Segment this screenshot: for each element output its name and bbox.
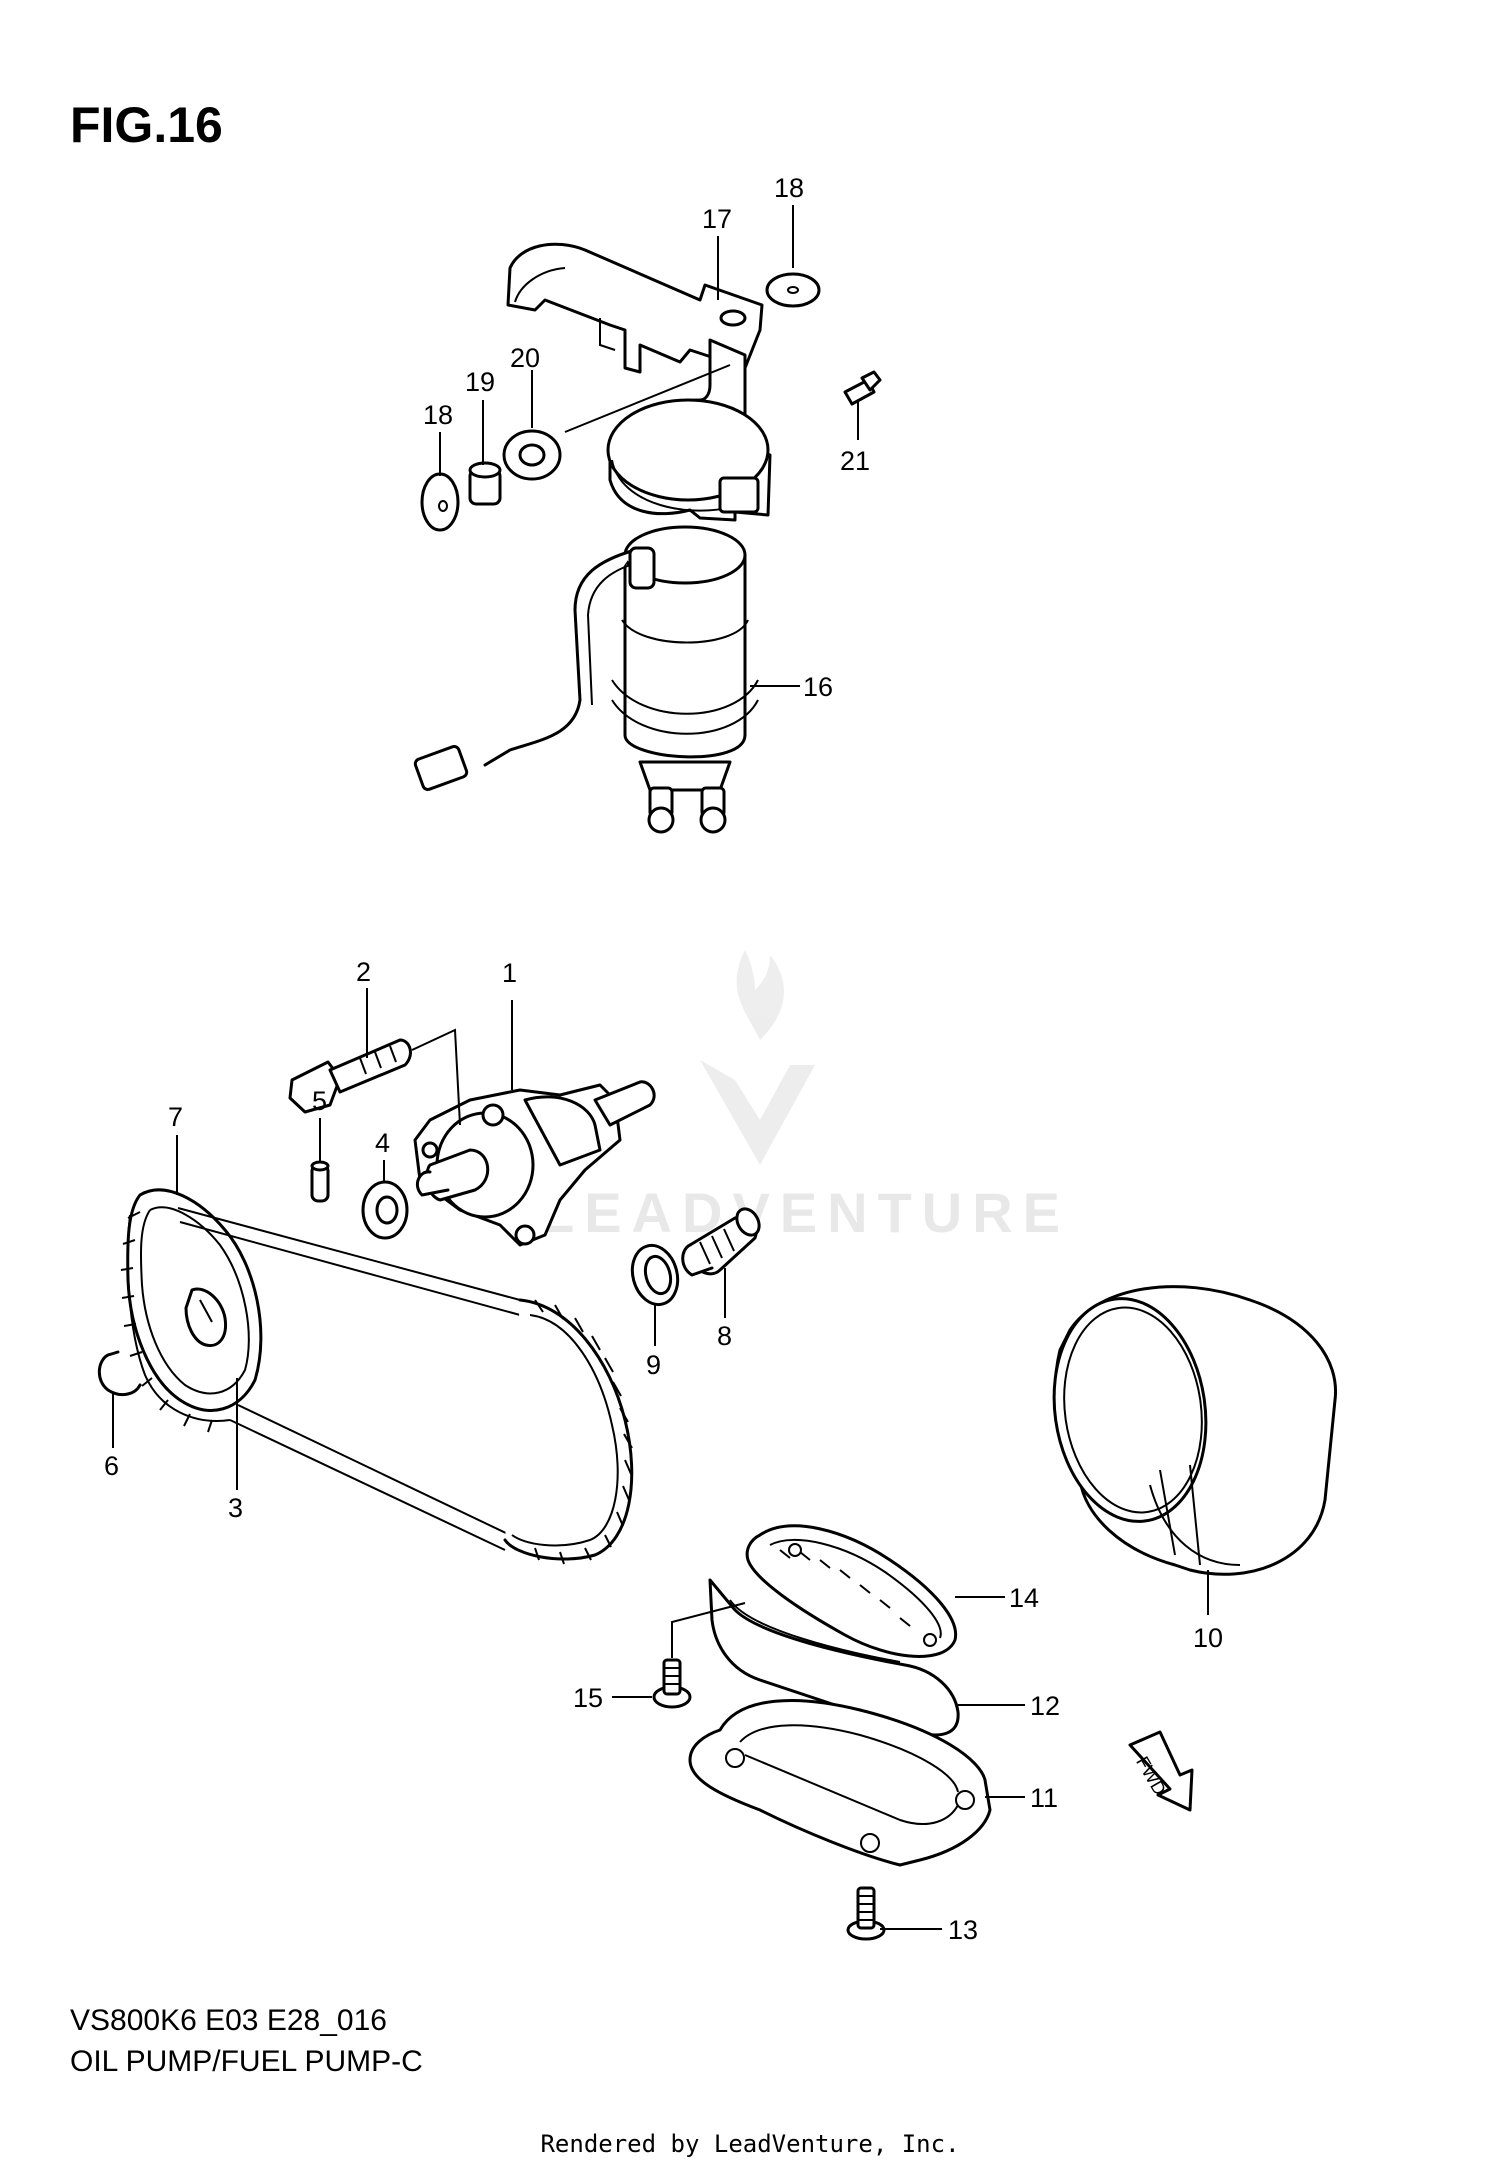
grommet-20 [502, 429, 562, 481]
callout-3: 3 [228, 1493, 243, 1523]
callout-17: 17 [702, 204, 732, 234]
watermark: LEADVENTURE [540, 950, 1070, 1244]
model-code: VS800K6 E03 E28_016 [70, 2004, 387, 2037]
bolt-13 [846, 1886, 886, 1941]
rendered-by-credit: Rendered by LeadVenture, Inc. [540, 2130, 960, 2158]
callout-7: 7 [168, 1102, 183, 1132]
callout-8: 8 [717, 1321, 732, 1351]
callout-4: 4 [375, 1128, 390, 1158]
leader-lines [112, 205, 1209, 1930]
callout-21: 21 [840, 446, 870, 476]
fuel-pump-strap [606, 338, 772, 522]
callout-14: 14 [1009, 1583, 1039, 1613]
bolt-15 [652, 1658, 692, 1709]
watermark-text: LEADVENTURE [540, 1181, 1070, 1244]
fuel-pump [413, 525, 759, 834]
bolt-21 [843, 370, 882, 406]
oil-filter [1052, 1285, 1338, 1576]
oil-pump [413, 1080, 656, 1247]
figure-caption: OIL PUMP/FUEL PUMP-C [70, 2045, 423, 2078]
dowel-pin-5 [310, 1160, 330, 1203]
callout-12: 12 [1030, 1691, 1060, 1721]
figure-title: FIG.16 [70, 97, 223, 153]
callout-6: 6 [104, 1451, 119, 1481]
o-ring-4 [361, 1180, 409, 1240]
callout-5: 5 [312, 1086, 327, 1116]
fuel-pump-bracket [506, 242, 764, 374]
callout-19: 19 [465, 367, 495, 397]
callout-numbers: 18 17 20 19 18 21 16 2 1 5 4 7 6 3 8 9 1… [104, 173, 1223, 1945]
fwd-arrow-icon: FWD [1128, 1730, 1194, 1812]
circlip-6 [97, 1350, 142, 1397]
o-ring-9 [630, 1243, 680, 1307]
washer-18-right [765, 272, 821, 308]
bolt-2 [288, 1038, 412, 1114]
callout-11: 11 [1030, 1783, 1058, 1813]
callout-20: 20 [510, 343, 540, 373]
callout-16: 16 [803, 672, 833, 702]
gasket-12 [708, 1578, 960, 1737]
oil-pump-sprocket [126, 1188, 263, 1412]
callout-15: 15 [573, 1683, 603, 1713]
callout-10: 10 [1193, 1623, 1223, 1653]
collar-19 [468, 461, 502, 506]
relief-valve-8 [681, 1207, 761, 1277]
callout-2: 2 [356, 957, 371, 987]
callout-1: 1 [502, 958, 517, 988]
cam-chain [120, 1207, 634, 1565]
strainer-14 [745, 1524, 958, 1658]
callout-18: 18 [423, 400, 453, 430]
callout-13: 13 [948, 1915, 978, 1945]
callout-9: 9 [646, 1350, 661, 1380]
oil-sump-cover-11 [688, 1698, 992, 1867]
callout-18: 18 [774, 173, 804, 203]
